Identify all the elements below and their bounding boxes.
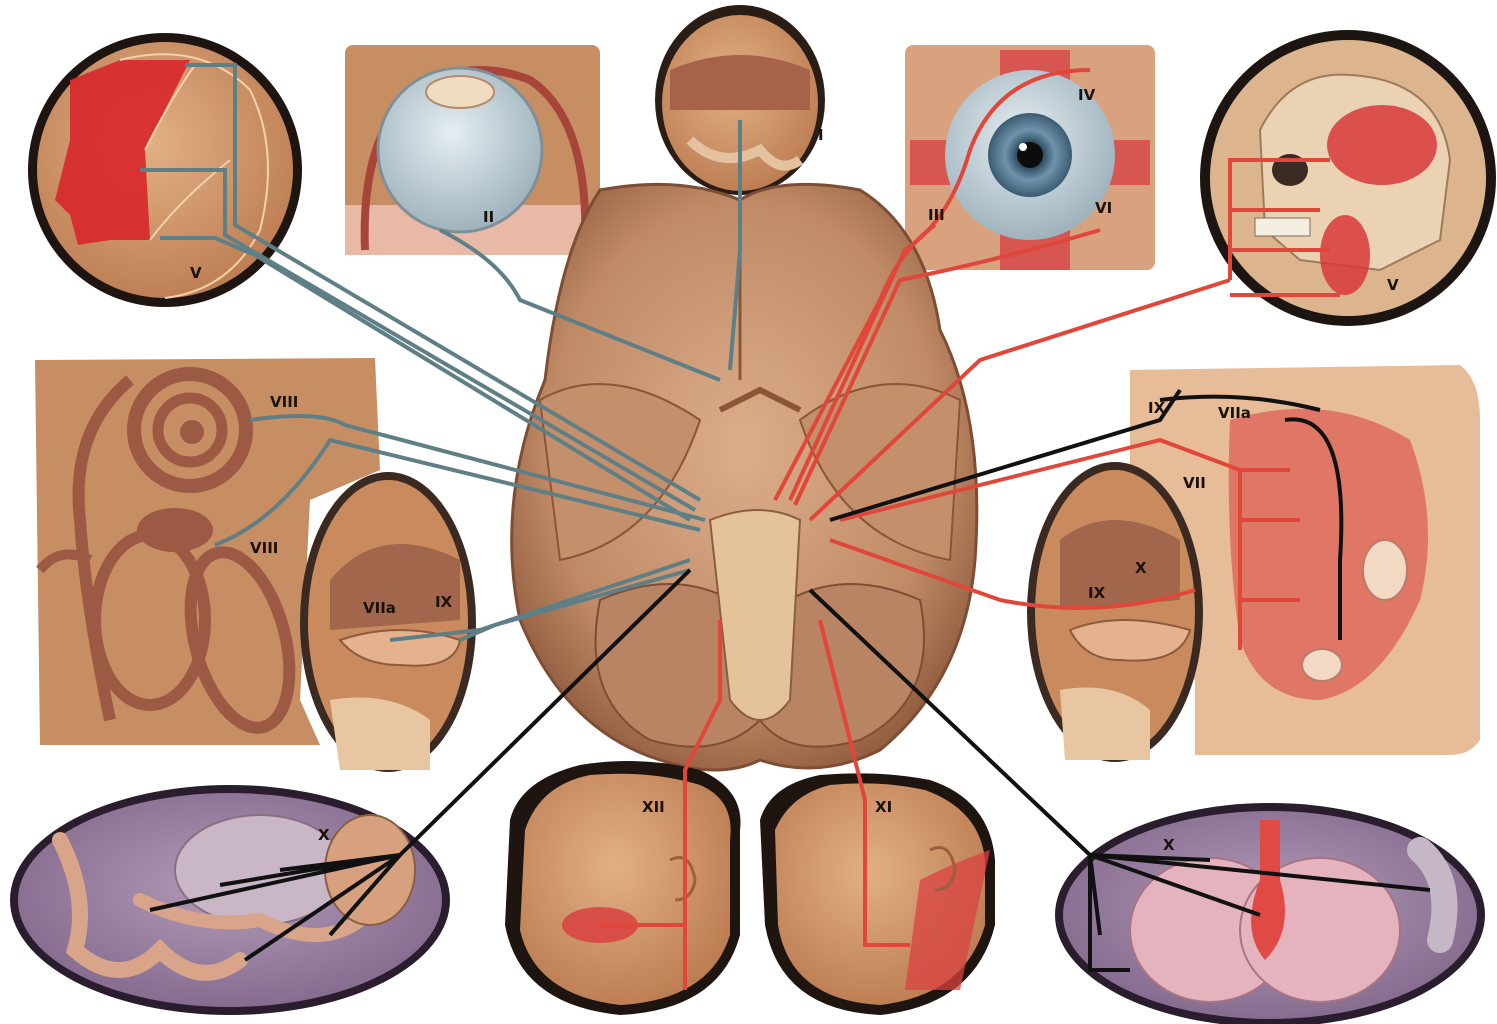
panel-mouth-tongue	[300, 472, 476, 772]
label-cn10-thorax: X	[1163, 836, 1175, 854]
label-cn2: II	[483, 208, 494, 226]
label-cn9-face: IX	[1148, 399, 1166, 417]
label-cn9-pharynx: IX	[1088, 584, 1106, 602]
label-cn7a-face: VIIa	[1218, 404, 1251, 422]
label-cn10-abdomen: X	[318, 826, 330, 844]
panel-eye-muscles	[905, 45, 1155, 270]
label-cn11: XI	[875, 798, 892, 816]
label-cn8-vestibular: VIII	[250, 539, 278, 557]
label-cn7a-tongue: VIIa	[363, 599, 396, 617]
label-cn8-cochlear: VIII	[270, 393, 298, 411]
label-cn9-tongue: IX	[435, 593, 453, 611]
panel-pharynx	[1027, 462, 1203, 762]
panel-skull-mastication	[1200, 30, 1496, 326]
label-cn1: I	[818, 126, 824, 144]
label-cn5-left: V	[190, 264, 202, 282]
panel-tongue-face	[505, 761, 741, 1015]
panel-abdomen	[10, 785, 450, 1015]
label-cn5-right: V	[1387, 276, 1399, 294]
label-cn10-pharynx: X	[1135, 559, 1147, 577]
panel-thorax	[1055, 803, 1485, 1024]
label-cn7-face: VII	[1183, 474, 1206, 492]
label-cn4: IV	[1078, 86, 1096, 104]
panel-eyeball-optic	[345, 45, 600, 255]
label-cn6: VI	[1095, 199, 1112, 217]
label-cn12: XII	[642, 798, 665, 816]
label-cn3: III	[928, 206, 945, 224]
